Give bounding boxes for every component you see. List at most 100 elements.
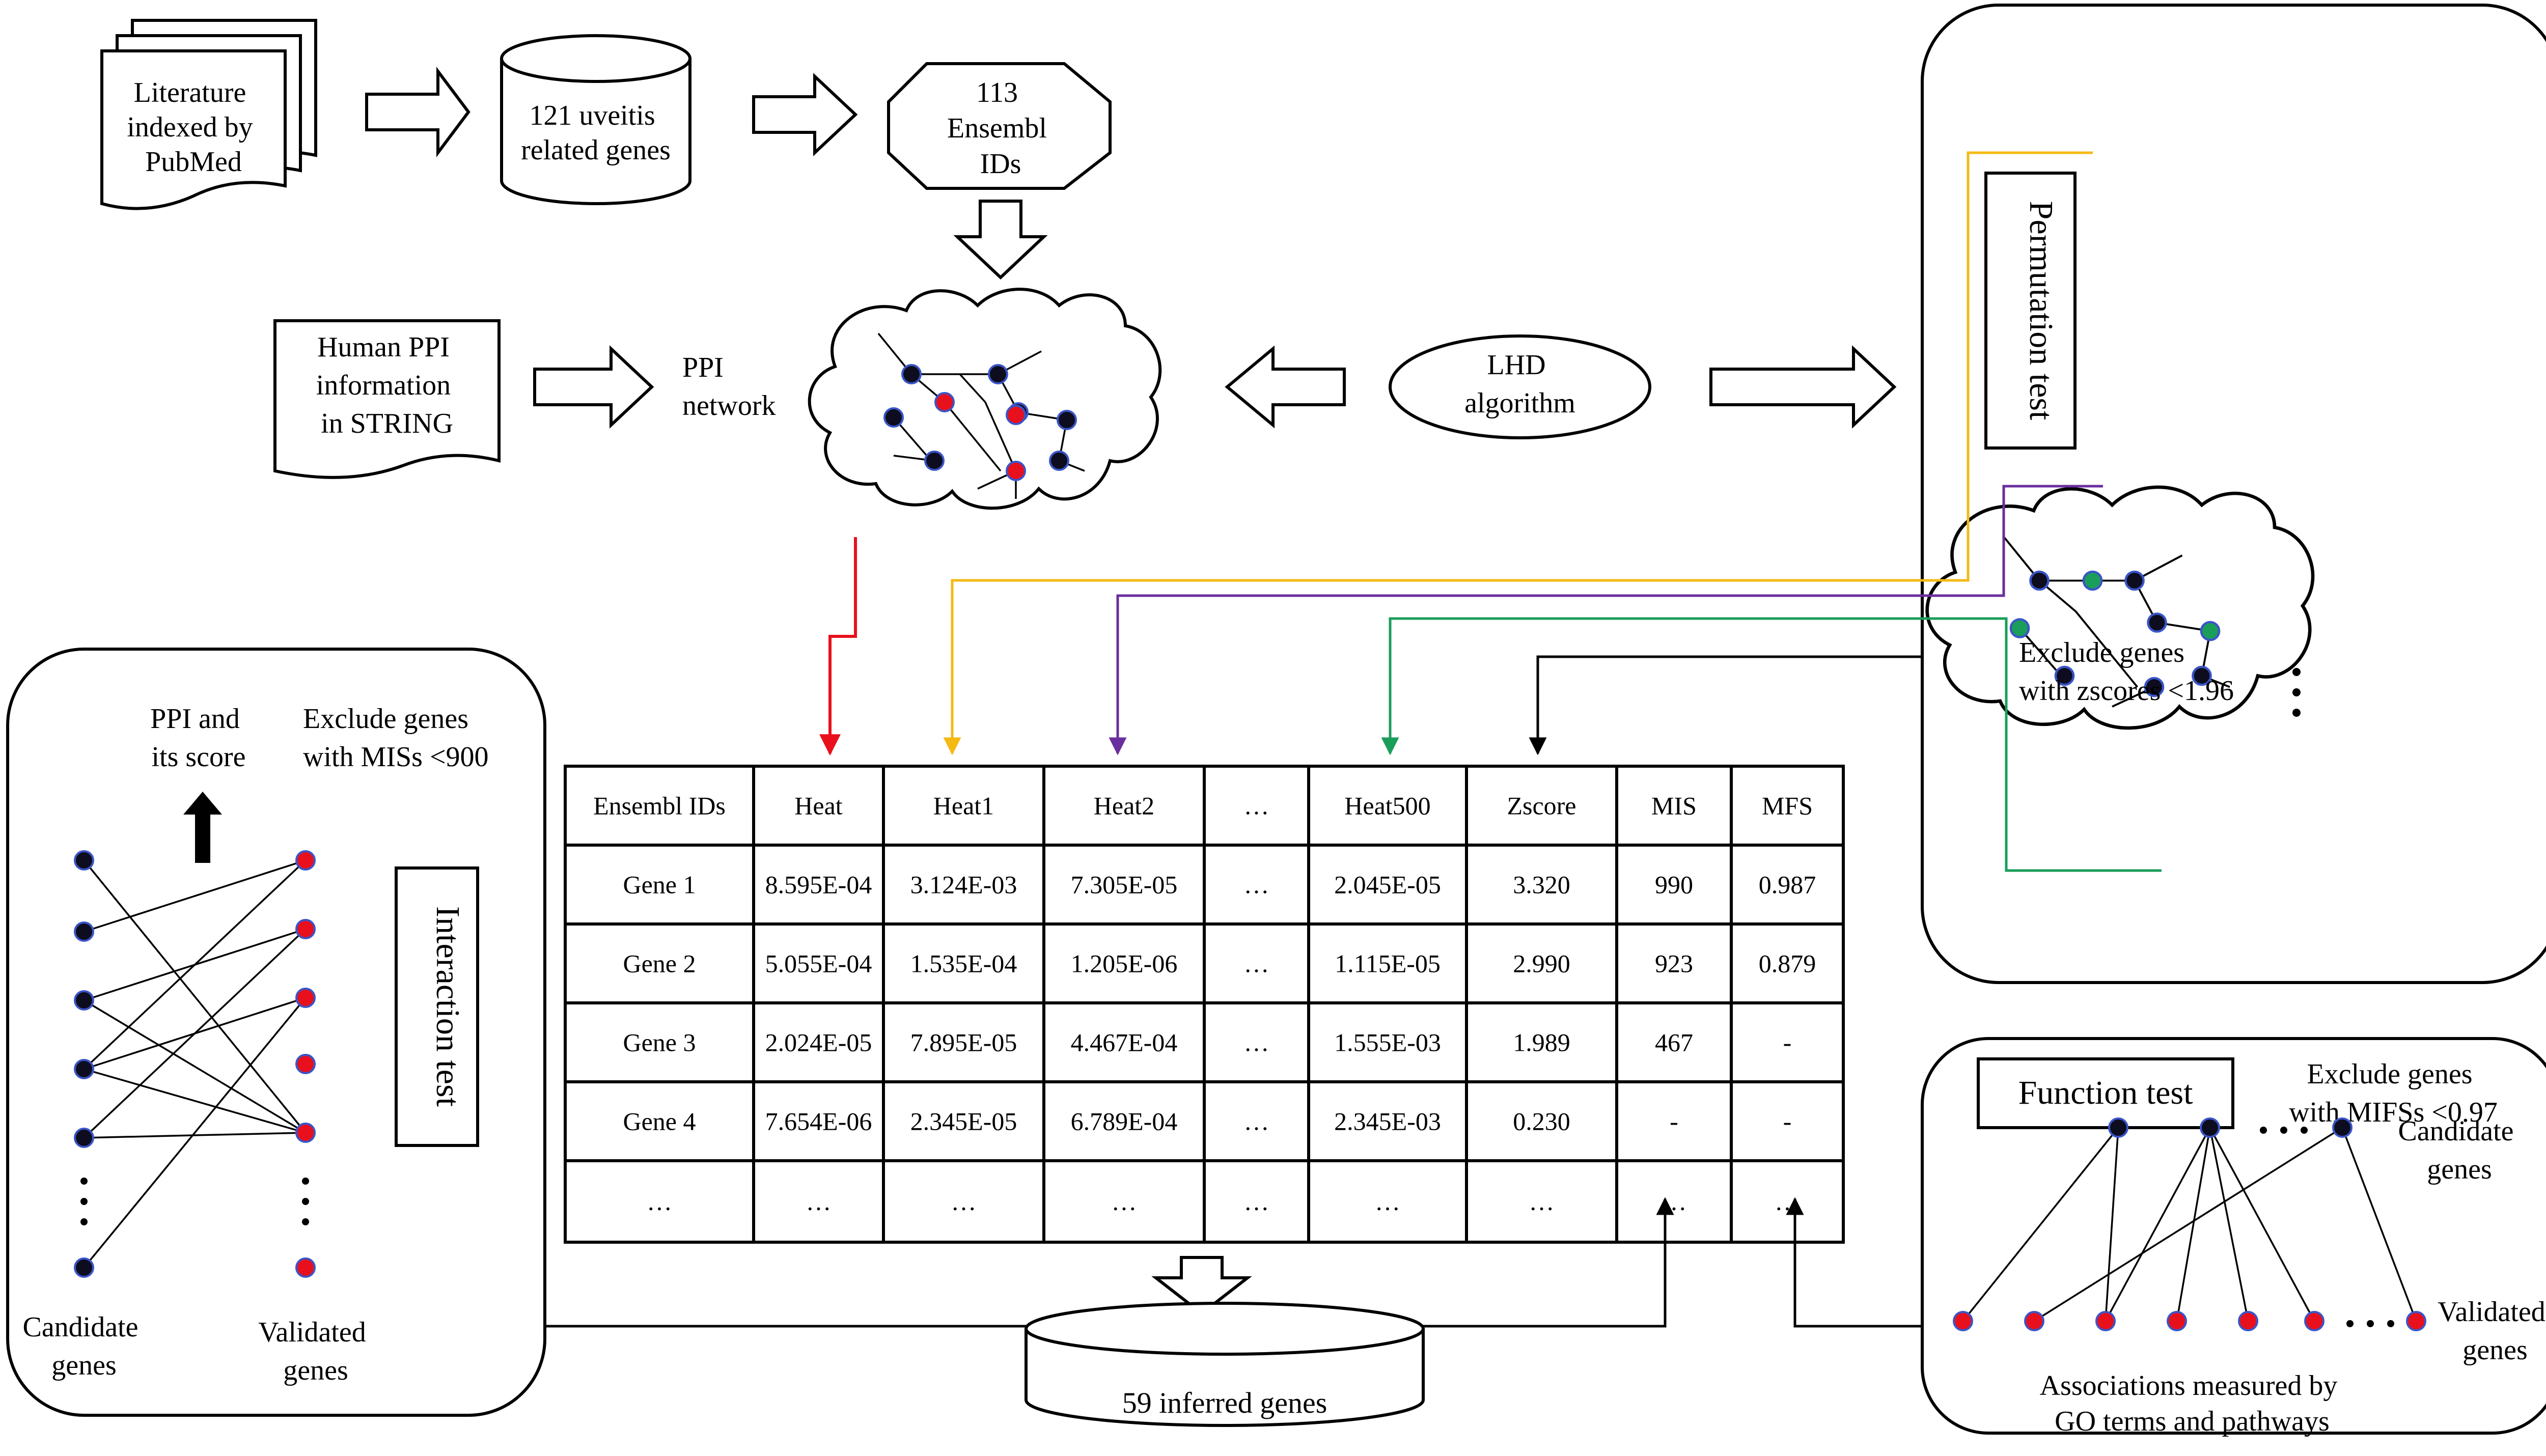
table-header-cell: Heat500	[1344, 792, 1430, 820]
table-header-cell: Zscore	[1507, 792, 1576, 820]
table-cell: 1.535E-04	[910, 949, 1017, 978]
inferred-genes-label: 59 inferred genes	[1122, 1386, 1327, 1419]
table-cell: 4.467E-04	[1071, 1028, 1178, 1057]
interaction-test-label: Interaction test	[395, 866, 479, 1147]
table-header-cell: Heat1	[933, 792, 994, 820]
table-cell: 2.990	[1513, 949, 1570, 978]
table-cell: 2.345E-03	[1334, 1107, 1441, 1136]
arrow-right-2	[752, 73, 858, 156]
table-cell: 990	[1655, 871, 1693, 899]
ppi-score-label: PPI and its score	[150, 703, 247, 773]
table-header-cell: Ensembl IDs	[593, 792, 726, 820]
arrow-right-3	[533, 345, 654, 429]
table-cell: …	[1244, 1107, 1269, 1136]
uveitis-genes-database: 121 uveitis related genes	[500, 34, 691, 205]
table-header-cell: MFS	[1762, 792, 1813, 820]
bipartite-graph	[74, 850, 316, 1278]
table-cell: 1.989	[1513, 1028, 1570, 1057]
svg-text:113 Ensembl IDs: 113 Ensembl IDs	[947, 77, 1054, 180]
table-cell: 0.987	[1759, 871, 1816, 899]
table-cell: 7.305E-05	[1071, 871, 1178, 899]
table-cell: 8.595E-04	[765, 871, 872, 899]
table-cell: 1.115E-05	[1335, 949, 1441, 978]
table-cell: …	[1112, 1187, 1137, 1216]
table-cell: 7.895E-05	[910, 1028, 1017, 1057]
svg-text:Interaction test: Interaction test	[429, 906, 466, 1107]
permutation-network-green-main	[1925, 485, 2315, 730]
permutation-ellipsis-dots	[2292, 668, 2301, 717]
table-cell: …	[1662, 1187, 1687, 1216]
function-graph	[1953, 1117, 2426, 1331]
connector-green	[1381, 617, 2162, 872]
svg-text:LHD algorithm: LHD algorithm	[1464, 349, 1575, 419]
svg-text:Human PPI information: Human PPI information in STRING	[316, 331, 458, 439]
arrow-right-1	[365, 67, 471, 157]
inferred-genes-database: 59 inferred genes	[1025, 1302, 1425, 1427]
literature-documents: Literature indexed by PubMed	[100, 19, 317, 210]
svg-text:121 uveitis related gene: 121 uveitis related genes	[521, 100, 671, 166]
table-header-cell: Heat2	[1094, 792, 1154, 820]
ppi-network-cloud	[808, 288, 1162, 510]
table-header-cell: Heat	[794, 792, 842, 820]
arrow-right-lhd	[1709, 345, 1897, 429]
human-ppi-document: Human PPI information in STRING	[273, 319, 501, 479]
ppi-network-label: PPI network	[682, 352, 776, 422]
table-cell: 3.320	[1513, 871, 1570, 899]
permutation-exclude-label: Exclude genes with zscores <1.96	[2019, 637, 2234, 707]
table-cell: …	[1775, 1187, 1800, 1216]
table-cell: …	[1244, 871, 1269, 899]
svg-text:Permutation test: Permutation test	[2023, 201, 2060, 421]
validated-genes-label: Validated genes	[258, 1317, 373, 1386]
table-cell: 467	[1655, 1028, 1693, 1057]
table-cell: 0.230	[1513, 1107, 1570, 1136]
table-cell: …	[647, 1187, 672, 1216]
table-cell: 2.345E-05	[910, 1107, 1017, 1136]
function-exclude-label: Exclude genes with MIFSs <0.97	[2289, 1058, 2498, 1128]
function-validated-label: Validated genes	[2438, 1296, 2546, 1366]
table-cell: 923	[1655, 949, 1693, 978]
table-cell: …	[1375, 1187, 1400, 1216]
candidate-genes-label: Candidate genes	[22, 1311, 145, 1381]
permutation-test-label: Permutation test	[1984, 172, 2077, 450]
arrow-down-result	[1151, 1256, 1252, 1315]
table-cell: 2.045E-05	[1334, 871, 1441, 899]
table-cell: 2.024E-05	[765, 1028, 872, 1057]
literature-label: Literature indexed by PubMed	[127, 77, 260, 178]
lhd-algorithm-ellipse: LHD algorithm	[1389, 334, 1651, 439]
results-table: Ensembl IDs Heat Heat1 Heat2 … Heat500 Zscore M…	[564, 765, 1845, 1244]
table-cell: -	[1783, 1107, 1792, 1136]
interaction-exclude-label: Exclude genes with MISs <900	[303, 703, 489, 773]
table-cell: 6.789E-04	[1071, 1107, 1178, 1136]
arrow-left-lhd	[1225, 345, 1346, 429]
table-cell: …	[1244, 949, 1269, 978]
connector-purple	[1109, 485, 2103, 755]
table-cell: Gene 4	[623, 1107, 696, 1136]
ensembl-ids-box: 113 Ensembl IDs	[887, 62, 1112, 190]
function-test-label: Function test	[1977, 1057, 2234, 1129]
function-candidate-label: Candidate genes	[2398, 1115, 2521, 1185]
connector-red	[819, 537, 857, 756]
svg-text:Function test: Function test	[2018, 1074, 2193, 1111]
ppi-network-nodes	[883, 364, 1077, 481]
associations-label: Associations measured by GO terms and pa…	[2040, 1370, 2345, 1437]
table-cell: 7.654E-06	[765, 1107, 872, 1136]
table-cell: 5.055E-04	[765, 949, 872, 978]
table-cell: 1.205E-06	[1071, 949, 1178, 978]
connector-yellow	[943, 151, 2093, 755]
table-cell: …	[1529, 1187, 1555, 1216]
table-cell: -	[1783, 1028, 1792, 1057]
up-arrow-icon	[183, 792, 222, 863]
table-cell: Gene 1	[623, 871, 696, 899]
table-cell: 0.879	[1759, 949, 1816, 978]
function-panel	[1921, 1037, 2546, 1435]
table-cell: …	[1244, 1187, 1269, 1216]
table-cell: 3.124E-03	[910, 871, 1017, 899]
arrow-down-1	[953, 200, 1048, 280]
table-cell: …	[806, 1187, 832, 1216]
table-cell: …	[951, 1187, 977, 1216]
connector-function-mfs	[1786, 1197, 1922, 1328]
connector-black-zscore	[1529, 655, 1922, 755]
table-cell: 1.555E-03	[1334, 1028, 1441, 1057]
table-header-cell: …	[1244, 792, 1269, 820]
